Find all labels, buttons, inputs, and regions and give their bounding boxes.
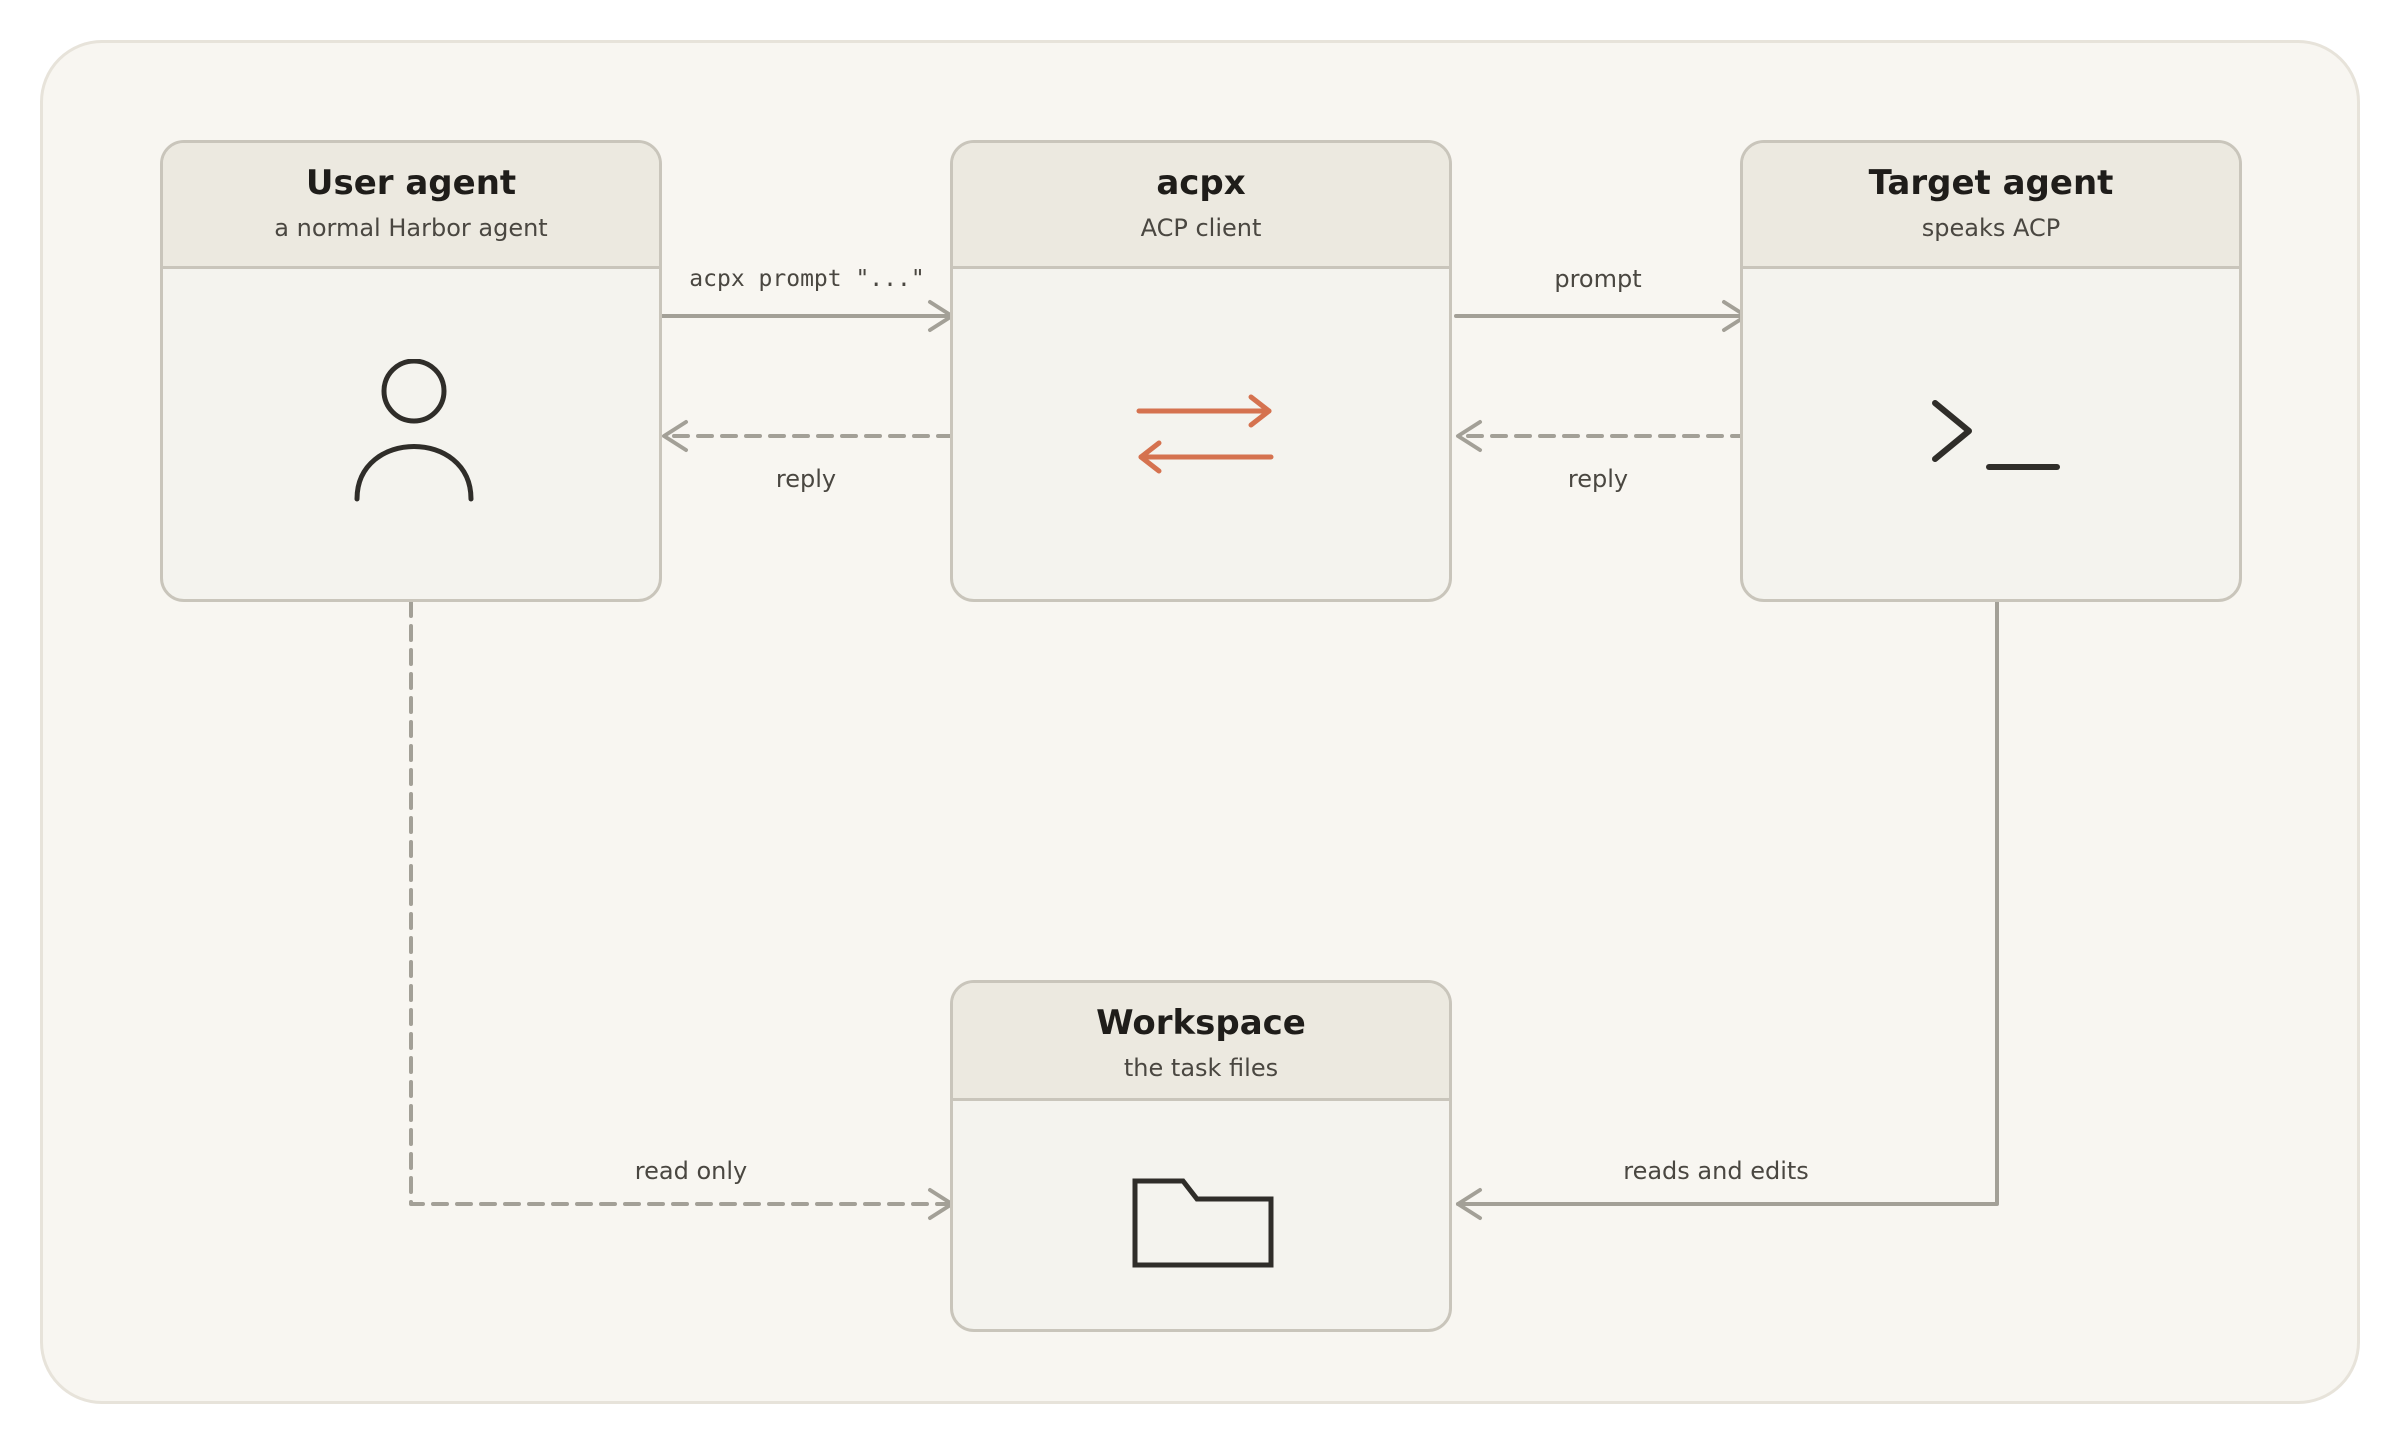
node-body	[953, 269, 1449, 599]
edge-user-to-acpx	[660, 300, 954, 332]
edge-label-user-to-acpx: acpx prompt "..."	[689, 266, 925, 292]
node-target-agent[interactable]: Target agent speaks ACP	[1740, 140, 2242, 602]
node-body	[163, 269, 659, 599]
node-subtitle: a normal Harbor agent	[274, 214, 548, 242]
node-subtitle: speaks ACP	[1921, 214, 2061, 242]
edge-user-to-workspace	[409, 600, 954, 1220]
terminal-prompt-icon	[1932, 400, 2060, 470]
node-body	[953, 1101, 1449, 1329]
edge-label-target-reply: reply	[1567, 465, 1629, 493]
node-subtitle: ACP client	[1140, 214, 1262, 242]
node-body	[1743, 269, 2239, 599]
node-title: Target agent	[1868, 163, 2114, 203]
node-workspace[interactable]: Workspace the task files	[950, 980, 1452, 1332]
person-icon	[354, 359, 474, 502]
node-user-agent[interactable]: User agent a normal Harbor agent	[160, 140, 662, 602]
edge-target-to-acpx-reply	[1456, 420, 1748, 452]
edge-acpx-to-target	[1454, 300, 1748, 332]
node-title: Workspace	[1096, 1003, 1306, 1043]
node-acpx[interactable]: acpx ACP client	[950, 140, 1452, 602]
node-title: User agent	[305, 163, 517, 203]
node-header: User agent a normal Harbor agent	[163, 143, 659, 269]
node-header: acpx ACP client	[953, 143, 1449, 269]
node-subtitle: the task files	[1123, 1054, 1279, 1082]
node-header: Workspace the task files	[953, 983, 1449, 1101]
edge-label-read-only: read only	[634, 1157, 748, 1185]
edge-target-to-workspace	[1456, 600, 1999, 1220]
folder-icon	[1132, 1178, 1274, 1268]
node-title: acpx	[1156, 163, 1246, 203]
edge-label-acpx-to-target: prompt	[1554, 265, 1642, 293]
edge-acpx-to-user-reply	[662, 420, 954, 452]
exchange-arrows-icon	[1136, 394, 1274, 474]
edge-label-reads-and-edits: reads and edits	[1623, 1157, 1809, 1185]
node-header: Target agent speaks ACP	[1743, 143, 2239, 269]
edge-label-acpx-reply: reply	[775, 465, 837, 493]
